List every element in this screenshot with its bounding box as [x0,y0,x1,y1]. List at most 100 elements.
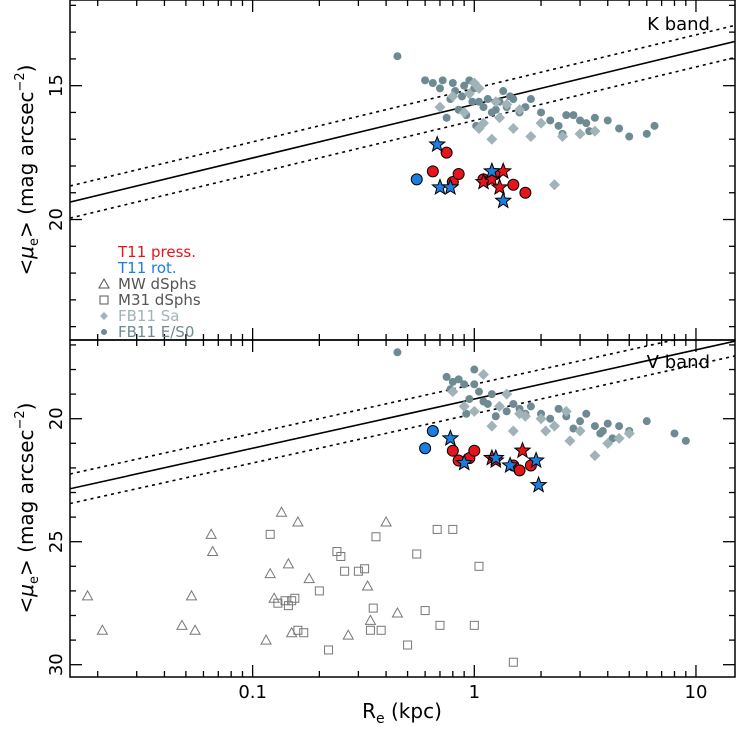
data-point-star [486,448,505,466]
data-point-circle [526,95,535,104]
legend-label: FB11 E/S0 [118,323,194,341]
data-point-triangle [282,557,295,569]
data-point-star [527,451,546,469]
data-point-star [455,453,474,471]
data-point-circle [590,422,599,431]
data-point-diamond [535,413,547,425]
data-point-circle [426,165,439,178]
data-point-diamond [574,128,586,140]
data-point-circle [603,116,612,125]
data-point-circle [546,414,555,423]
data-point-circle [650,121,659,130]
v-data-points [81,348,690,667]
legend-label: T11 rot. [117,259,177,277]
k-panel-title: K band [647,14,710,35]
data-point-circle [457,92,466,101]
data-point-square [283,601,293,611]
k-data-points [393,52,659,209]
data-point-circle [470,365,479,374]
k-y-label-mu: μ [14,246,38,260]
data-point-square [314,586,324,596]
data-point-diamond [486,420,498,432]
data-point-diamond [468,405,480,417]
y-tick-label: 15 [46,74,67,97]
data-point-circle [615,422,624,431]
v-panel-frame [69,339,736,678]
data-point-square [376,625,386,635]
legend-marker-triangle [98,277,110,289]
data-point-square [432,524,442,534]
data-point-diamond [477,117,489,129]
data-point-star [441,177,460,196]
data-point-circle [590,113,599,122]
v-y-label-end: ) [14,403,38,411]
data-point-diamond [458,400,470,412]
data-point-circle [410,173,423,186]
data-point-circle [452,168,465,181]
k-y-label-sub: e [27,238,42,246]
data-point-circle [499,87,508,96]
k-y-label-exp: −2 [13,72,28,91]
x-axis-label-unit: (kpc) [385,699,442,723]
data-point-circle [526,402,535,411]
data-point-diamond [514,104,526,116]
data-point-star [529,475,548,493]
data-point-square [299,628,309,638]
data-point-diamond [623,427,635,439]
data-point-star [482,170,501,187]
data-point-square [360,564,370,574]
data-point-circle [474,387,483,396]
data-point-circle [393,348,402,357]
data-point-diamond [564,435,576,447]
data-point-circle [642,129,651,138]
data-point-square [420,606,430,616]
data-point-square [403,640,413,650]
data-point-circle [554,121,563,130]
data-point-circle [509,399,518,408]
data-point-star [482,161,501,179]
y-tick-label: 30 [46,653,67,676]
data-point-circle [608,434,617,443]
data-point-diamond [548,179,560,191]
data-point-circle [670,429,679,438]
data-point-circle [454,375,463,384]
fit-line [70,340,735,490]
v-relation-lines [70,340,735,505]
data-point-circle [470,380,479,389]
data-point-circle [546,116,555,125]
data-point-square [290,593,300,603]
data-point-square [368,603,378,613]
data-point-diamond [473,82,485,94]
data-point-square [435,620,445,630]
data-point-triangle [303,572,316,584]
data-point-circle [393,52,402,61]
data-point-triangle [342,629,355,640]
data-point-triangle [176,619,188,630]
k-y-label-end: ) [14,65,38,73]
data-point-star [428,135,447,153]
data-point-diamond [548,420,560,432]
data-point-diamond [463,88,475,100]
y-tick-label: 20 [46,407,67,430]
scatter-line [70,355,735,505]
v-y-label-mu: μ [14,584,38,598]
data-point-diamond [602,437,614,449]
data-point-circle [428,78,437,87]
data-point-circle [419,442,432,455]
data-point-circle [440,146,453,159]
scatter-line [70,56,735,219]
data-point-diamond [447,386,459,398]
data-point-circle [615,124,624,133]
data-point-triangle [285,626,298,638]
data-point-circle [446,444,459,457]
data-point-circle [435,84,444,93]
data-point-circle [576,417,585,426]
data-point-circle [468,444,481,457]
data-point-diamond [477,368,489,380]
x-axis-label-sub: e [376,711,385,727]
x-tick-label: 10 [685,682,708,703]
fit-line [70,40,735,203]
data-point-diamond [589,450,601,462]
